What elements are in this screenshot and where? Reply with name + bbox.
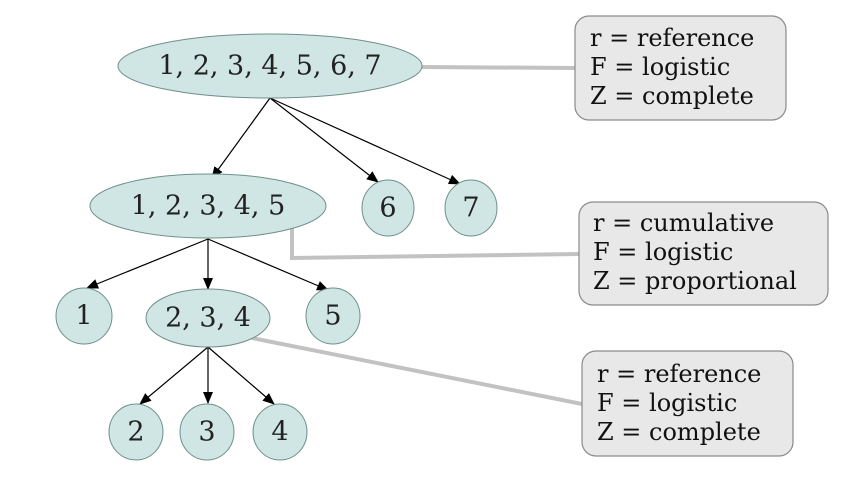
edge-root-to-7 xyxy=(269,97,461,185)
param-box-bottom: r = reference F = logistic Z = complete xyxy=(581,350,794,457)
node-root-label: 1, 2, 3, 4, 5, 6, 7 xyxy=(158,51,381,82)
param-box-bottom-line-1: r = reference xyxy=(597,360,761,388)
node-5-label: 5 xyxy=(324,301,341,332)
node-7: 7 xyxy=(444,179,498,237)
param-box-top-line-1: r = reference xyxy=(590,24,754,52)
param-box-bottom-line-3: Z = complete xyxy=(597,418,761,446)
node-mid-label: 1, 2, 3, 4, 5 xyxy=(131,191,286,222)
edge-mid-to-5 xyxy=(207,238,329,291)
node-5: 5 xyxy=(305,287,361,345)
node-3: 3 xyxy=(179,403,235,461)
node-6-label: 6 xyxy=(379,193,396,224)
node-2-label: 2 xyxy=(127,417,144,448)
param-box-top: r = reference F = logistic Z = complete xyxy=(574,15,787,121)
node-3-label: 3 xyxy=(198,417,215,448)
param-box-middle-line-3: Z = proportional xyxy=(593,267,797,295)
param-box-bottom-line-2: F = logistic xyxy=(597,389,737,417)
edge-inner-to-2 xyxy=(139,346,209,405)
node-1: 1 xyxy=(55,287,113,345)
param-box-middle: r = cumulative F = logistic Z = proporti… xyxy=(578,201,829,306)
node-2: 2 xyxy=(108,403,164,461)
node-7-label: 7 xyxy=(462,193,479,224)
connector-mid-to-middle-box xyxy=(290,226,580,261)
node-inner: 2, 3, 4 xyxy=(145,288,271,348)
node-1-label: 1 xyxy=(75,301,92,332)
node-4-label: 4 xyxy=(271,417,288,448)
node-6: 6 xyxy=(361,179,415,237)
edge-mid-to-1 xyxy=(86,238,209,289)
connector-root-to-top-box xyxy=(421,65,576,70)
node-inner-label: 2, 3, 4 xyxy=(165,303,251,334)
connector-inner-to-bottom-box xyxy=(251,336,583,406)
node-root: 1, 2, 3, 4, 5, 6, 7 xyxy=(117,33,423,99)
edge-root-to-mid xyxy=(211,97,271,179)
node-4: 4 xyxy=(252,403,308,461)
edge-inner-to-4 xyxy=(207,346,275,405)
edge-root-to-6 xyxy=(269,97,379,183)
param-box-middle-line-1: r = cumulative xyxy=(593,209,774,237)
param-box-top-line-3: Z = complete xyxy=(590,82,754,110)
node-mid: 1, 2, 3, 4, 5 xyxy=(89,173,327,239)
param-box-top-line-2: F = logistic xyxy=(590,53,730,81)
param-box-middle-line-2: F = logistic xyxy=(593,238,733,266)
